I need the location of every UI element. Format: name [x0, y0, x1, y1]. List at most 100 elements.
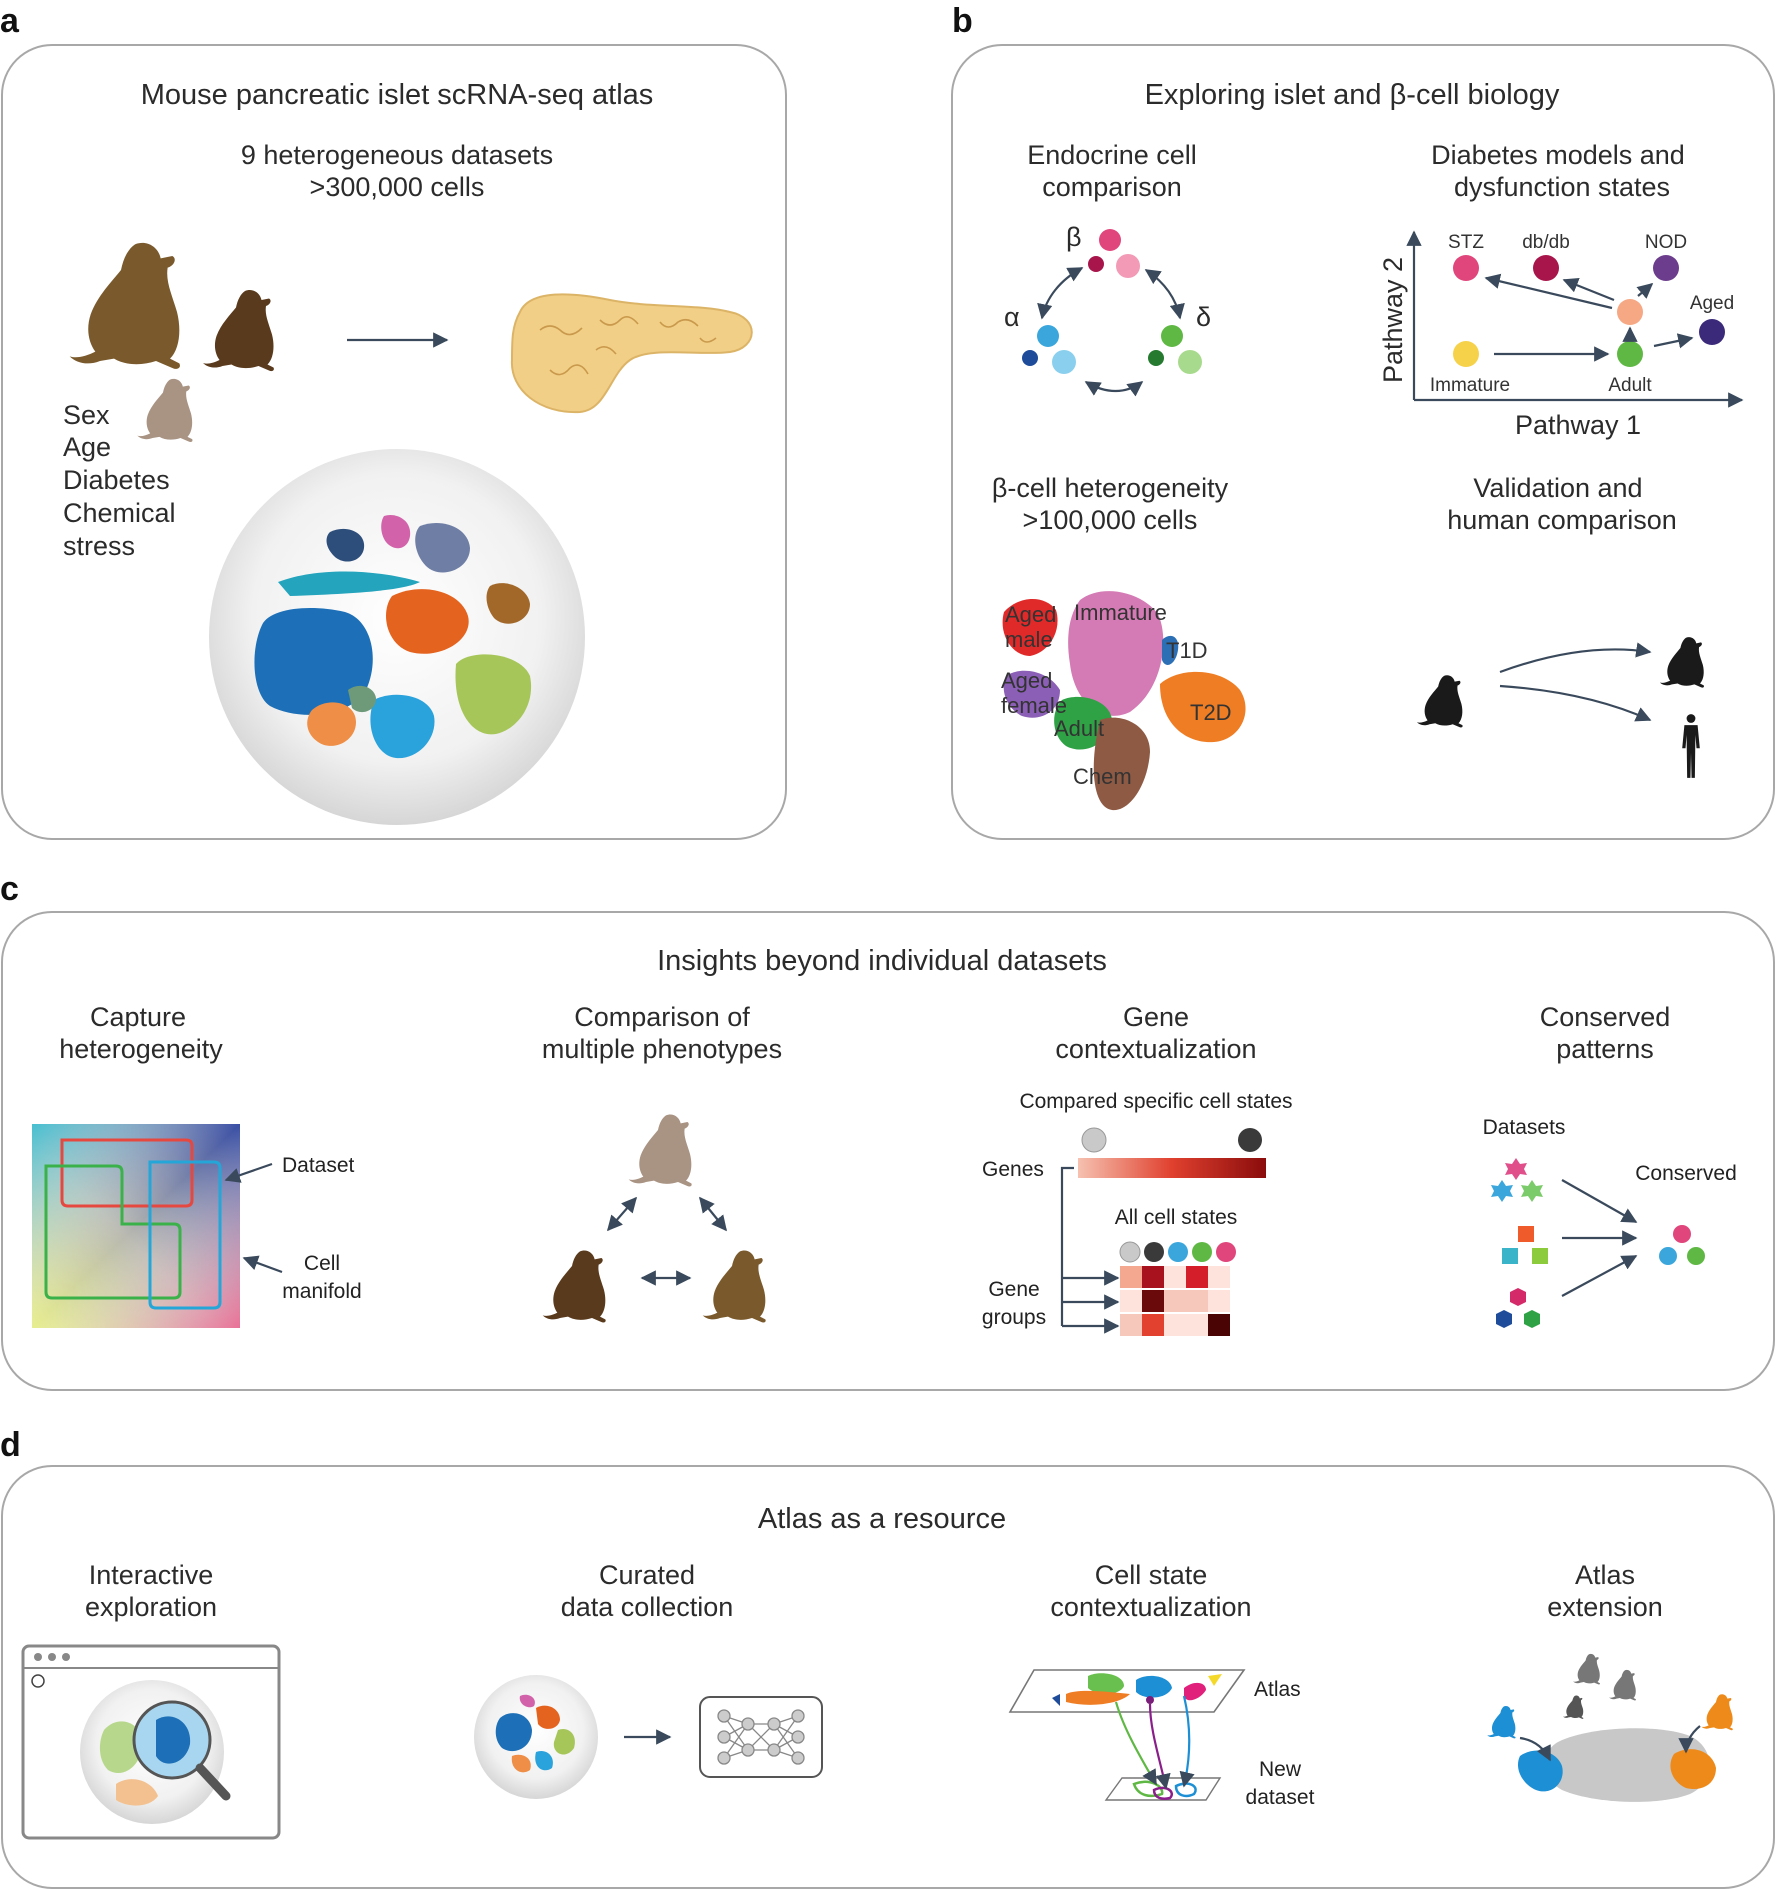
all-state-ball-4 — [1192, 1242, 1212, 1262]
phenotype-arrow-2 — [699, 1196, 727, 1232]
new-dataset-label-1: New — [1259, 1758, 1302, 1781]
ext-arrow-blue — [1519, 1736, 1551, 1762]
capture-title-1: Capture — [90, 1002, 186, 1032]
globe-icon — [31, 1674, 45, 1688]
alpha-delta-arrow — [1084, 381, 1144, 397]
aged-dot — [1699, 319, 1725, 345]
umap-t2d — [1160, 671, 1246, 743]
alpha-label: α — [1004, 302, 1020, 332]
interactive-title-1: Interactive — [89, 1560, 214, 1590]
panel-c: c Insights beyond individual datasets Ca… — [0, 870, 1775, 1391]
genes-label: Genes — [982, 1158, 1044, 1181]
validation-title-2: human comparison — [1447, 505, 1677, 535]
datasets-label: Datasets — [1483, 1116, 1566, 1139]
alpha-cell-1 — [1037, 325, 1059, 347]
gene-heat-bar — [1078, 1158, 1266, 1178]
conserved-title-2: patterns — [1556, 1034, 1654, 1064]
beta-label: β — [1066, 222, 1082, 252]
panel-d-title: Atlas as a resource — [758, 1503, 1006, 1535]
all-states-label: All cell states — [1115, 1206, 1238, 1229]
stz-dot — [1453, 255, 1479, 281]
aged-label: Aged — [1690, 293, 1734, 314]
factor-chemical: Chemical — [63, 498, 176, 528]
panel-letter-d: d — [0, 1426, 21, 1464]
comparison-title-1: Comparison of — [574, 1002, 750, 1032]
gene-groups-label-2: groups — [982, 1306, 1046, 1329]
extension-blue-blob — [1517, 1750, 1563, 1792]
atlas-blob — [1544, 1728, 1710, 1802]
phenotype-arrow-1 — [606, 1196, 638, 1232]
immature-label: Immature — [1430, 375, 1510, 396]
cell-label-1: Cell — [304, 1252, 340, 1275]
factor-age: Age — [63, 432, 111, 462]
extension-title-1: Atlas — [1575, 1560, 1635, 1590]
interactive-title-2: exploration — [85, 1592, 217, 1622]
factor-stress: stress — [63, 531, 135, 561]
plane-cluster-purple — [1146, 1696, 1154, 1704]
pathway-plot: Pathway 2 Pathway 1 STZ db/db NOD Aged I… — [1378, 230, 1744, 440]
gene-groups-label-1: Gene — [988, 1278, 1039, 1301]
delta-label: δ — [1196, 302, 1211, 332]
curated-cluster-lightorange — [511, 1754, 531, 1773]
panel-a-title: Mouse pancreatic islet scRNA-seq atlas — [141, 79, 654, 111]
y-axis-label: Pathway 2 — [1378, 257, 1408, 383]
endocrine-cycle: β α δ — [1004, 222, 1211, 397]
adult-dot — [1617, 341, 1643, 367]
gene-bracket — [1060, 1166, 1074, 1326]
dataset-label: Dataset — [282, 1154, 355, 1177]
beta-cell-1 — [1099, 229, 1121, 251]
atlas-plane-label: Atlas — [1254, 1678, 1301, 1701]
umap-cluster-navy — [326, 528, 365, 562]
validation-title-1: Validation and — [1473, 473, 1642, 503]
state-ball-dark — [1238, 1128, 1262, 1152]
plane-cluster-blue — [1136, 1675, 1172, 1698]
all-state-ball-2 — [1144, 1242, 1164, 1262]
delta-cell-1 — [1161, 325, 1183, 347]
conserved-ball-3 — [1687, 1247, 1705, 1265]
nod-label: NOD — [1645, 232, 1687, 253]
factor-sex: Sex — [63, 400, 110, 430]
endocrine-title-2: comparison — [1042, 172, 1182, 202]
panel-letter-a: a — [0, 2, 20, 40]
umap-chem — [1093, 717, 1150, 811]
panel-a: a Mouse pancreatic islet scRNA-seq atlas… — [0, 2, 787, 840]
extension-orange-blob — [1670, 1749, 1716, 1790]
umap-cluster-grey-green — [348, 685, 376, 713]
panel-letter-c: c — [0, 870, 19, 908]
dbdb-label: db/db — [1522, 232, 1570, 253]
neural-net-icon — [717, 1709, 805, 1765]
plane-cluster-yellow — [1208, 1674, 1222, 1686]
all-state-ball-3 — [1168, 1242, 1188, 1262]
curated-cluster-green — [553, 1728, 575, 1755]
umap-label-male: male — [1005, 627, 1053, 652]
cellstate-title-2: contextualization — [1050, 1592, 1251, 1622]
dbdb-dot — [1533, 255, 1559, 281]
ext-arrow-orange — [1678, 1725, 1701, 1754]
dataset-outline-red — [60, 1138, 194, 1208]
to-dbdb-arrow — [1562, 277, 1615, 302]
diabetes-title-1: Diabetes models and — [1431, 140, 1685, 170]
umap-immature — [1068, 591, 1164, 716]
umap-cluster-lightorange — [307, 702, 356, 746]
umap-aged-female — [1003, 670, 1060, 718]
manifold-pointer — [242, 1255, 283, 1274]
new-dataset-plane — [1104, 1777, 1222, 1801]
delta-cell-3 — [1178, 350, 1202, 374]
panel-a-subtitle-1: 9 heterogeneous datasets — [241, 140, 553, 170]
plane-cluster-pink — [1184, 1682, 1206, 1701]
conserved-ball-1 — [1673, 1225, 1691, 1243]
delta-cell-2 — [1148, 350, 1164, 366]
beta-umap: Aged male Immature T1D Aged female Adult… — [1001, 591, 1246, 811]
curated-title-1: Curated — [599, 1560, 695, 1590]
gene-heatmap — [1120, 1266, 1230, 1336]
panel-a-box — [1, 44, 787, 840]
umap-t1d — [1162, 635, 1179, 665]
comparison-title-2: multiple phenotypes — [542, 1034, 782, 1064]
pancreas-lobules — [539, 316, 717, 376]
panel-d-box — [1, 1465, 1775, 1889]
umap-label-immature: Immature — [1074, 600, 1167, 625]
diabetes-title-2: dysfunction states — [1454, 172, 1670, 202]
hetero-title-2: >100,000 cells — [1023, 505, 1198, 535]
atlas-umap — [254, 514, 532, 759]
